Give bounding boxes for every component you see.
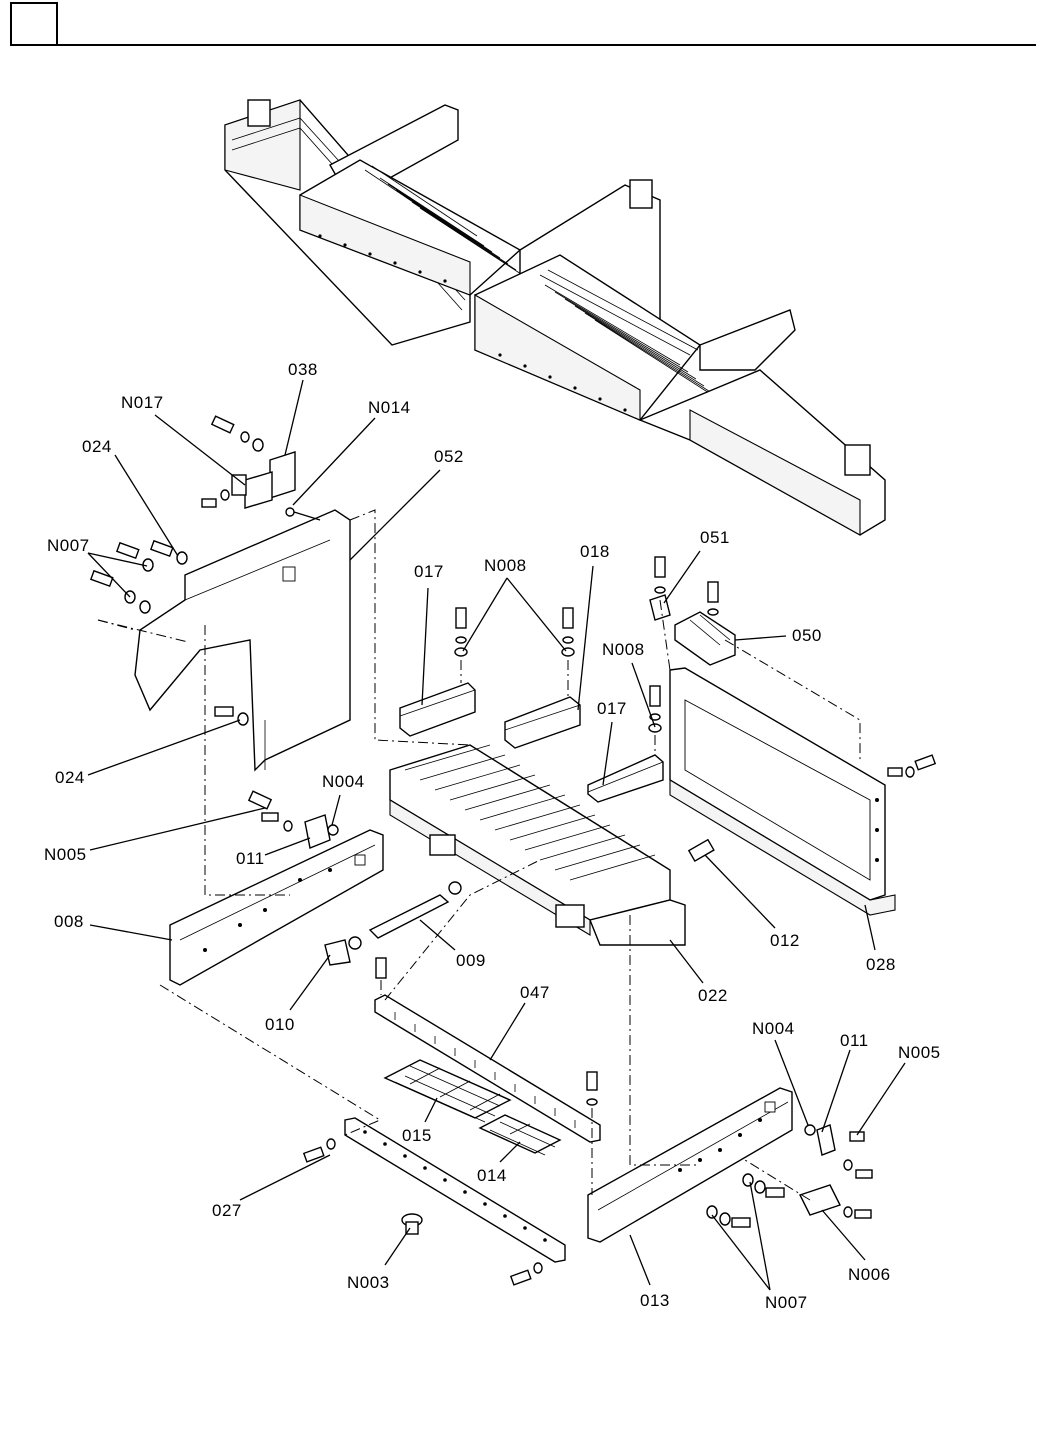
label-010: 010 [265, 1015, 295, 1034]
label-050: 050 [792, 626, 822, 645]
label-028: 028 [866, 955, 896, 974]
panel-028 [670, 668, 935, 915]
label-N006: N006 [848, 1265, 891, 1284]
rail-047 [375, 958, 600, 1142]
sensor-011-left [249, 791, 338, 848]
label-024-top: 024 [82, 437, 112, 456]
grid-014 [480, 1115, 560, 1155]
roller-block-017-left [400, 683, 475, 736]
screw-set-013 [707, 1174, 784, 1227]
label-N017: N017 [121, 393, 164, 412]
label-011-right: 011 [840, 1031, 869, 1050]
label-N003: N003 [347, 1273, 390, 1292]
label-024-bottom: 024 [55, 768, 85, 787]
sensor-011-right [805, 1125, 872, 1178]
shaft-009 [370, 882, 461, 938]
switch-bracket-038 [232, 452, 320, 520]
guide-050 [675, 612, 735, 665]
label-N005-left: N005 [44, 845, 87, 864]
label-027: 027 [212, 1201, 242, 1220]
label-051: 051 [700, 528, 730, 547]
label-013: 013 [640, 1291, 670, 1310]
label-047: 047 [520, 983, 550, 1002]
label-017-left: 017 [414, 562, 444, 581]
label-022: 022 [698, 986, 728, 1005]
label-018: 018 [580, 542, 610, 561]
label-N004-left: N004 [322, 772, 365, 791]
label-012: 012 [770, 931, 800, 950]
bracket-010 [325, 937, 361, 965]
label-N014: N014 [368, 398, 411, 417]
roller-block-018 [505, 697, 580, 748]
roller-block-017-right [588, 755, 663, 802]
label-N007-right: N007 [765, 1293, 808, 1312]
label-017-right: 017 [597, 699, 627, 718]
label-N008-right: N008 [602, 640, 645, 659]
label-038: 038 [288, 360, 318, 379]
label-052: 052 [434, 447, 464, 466]
label-N007-left: N007 [47, 536, 90, 555]
label-014: 014 [477, 1166, 507, 1185]
side-plate-008 [170, 830, 383, 985]
label-N008-top: N008 [484, 556, 527, 575]
fitting-012 [689, 840, 714, 861]
label-008: 008 [54, 912, 84, 931]
switch-N006 [800, 1185, 871, 1218]
thumb-screw-N003 [402, 1214, 422, 1234]
label-N005-right: N005 [898, 1043, 941, 1062]
label-N004-right: N004 [752, 1019, 795, 1038]
label-011-left: 011 [236, 849, 265, 868]
label-015: 015 [402, 1126, 432, 1145]
label-009: 009 [456, 951, 486, 970]
main-frame-assembly [225, 100, 885, 535]
